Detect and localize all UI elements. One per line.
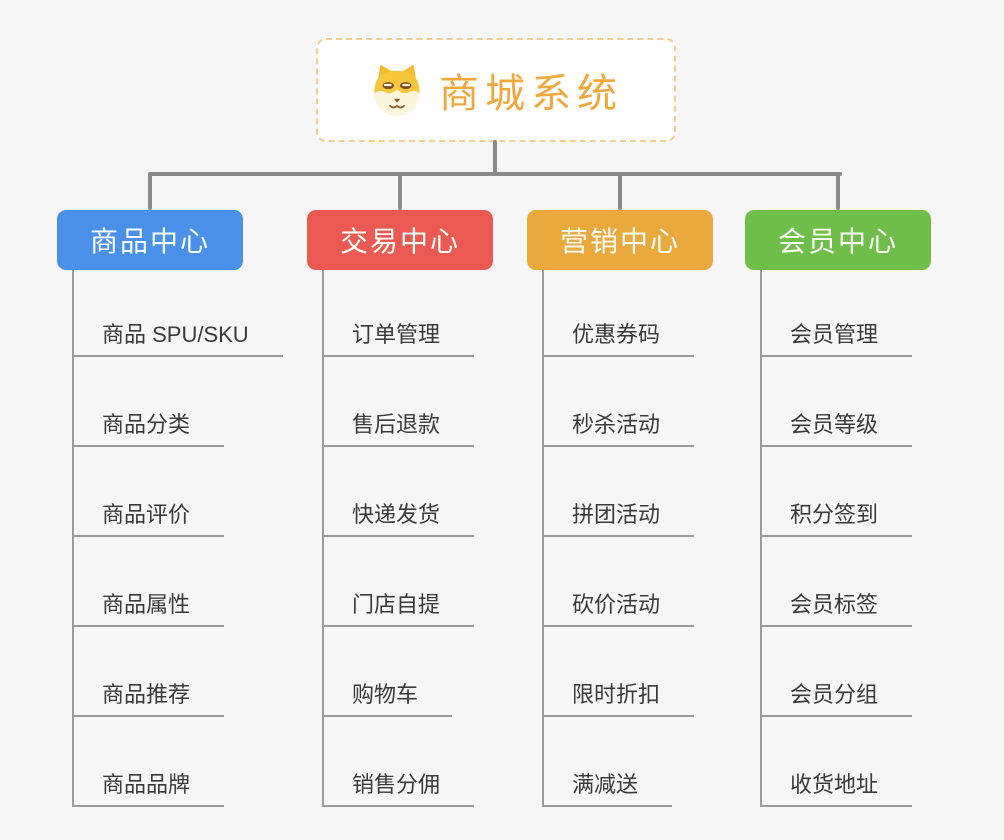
child-node[interactable]: 秒杀活动 <box>542 405 695 447</box>
child-node[interactable]: 优惠券码 <box>542 315 695 357</box>
branch-spine <box>322 270 324 807</box>
branch-trade-center: 交易中心 订单管理 售后退款 快递发货 门店自提 购物车 销售分佣 <box>307 210 493 807</box>
child-node[interactable]: 门店自提 <box>322 585 475 627</box>
child-node[interactable]: 快递发货 <box>322 495 475 537</box>
branch-header-trade[interactable]: 交易中心 <box>307 210 493 270</box>
branch-marketing-center: 营销中心 优惠券码 秒杀活动 拼团活动 砍价活动 限时折扣 满减送 <box>527 210 713 807</box>
connector-drop-4 <box>836 172 840 210</box>
child-node[interactable]: 会员等级 <box>760 405 913 447</box>
child-node[interactable]: 商品分类 <box>72 405 225 447</box>
child-node[interactable]: 商品推荐 <box>72 675 225 717</box>
connector-drop-3 <box>618 172 622 210</box>
child-node[interactable]: 会员分组 <box>760 675 913 717</box>
child-node[interactable]: 商品属性 <box>72 585 225 627</box>
child-node[interactable]: 限时折扣 <box>542 675 695 717</box>
branch-spine <box>542 270 544 807</box>
branch-spine <box>760 270 762 807</box>
branch-header-member[interactable]: 会员中心 <box>745 210 931 270</box>
branch-header-marketing[interactable]: 营销中心 <box>527 210 713 270</box>
branch-header-product[interactable]: 商品中心 <box>57 210 243 270</box>
connector-drop-2 <box>398 172 402 210</box>
root-node[interactable]: 商城系统 <box>316 38 676 142</box>
shiba-dog-icon <box>374 64 420 117</box>
child-node[interactable]: 积分签到 <box>760 495 913 537</box>
child-node[interactable]: 拼团活动 <box>542 495 695 537</box>
child-node[interactable]: 售后退款 <box>322 405 475 447</box>
connector-root-stub <box>493 140 497 176</box>
branch-product-center: 商品中心 商品 SPU/SKU 商品分类 商品评价 商品属性 商品推荐 商品品牌 <box>57 210 283 807</box>
root-title: 商城系统 <box>439 72 623 116</box>
branch-member-center: 会员中心 会员管理 会员等级 积分签到 会员标签 会员分组 收货地址 <box>745 210 931 807</box>
connector-bus <box>148 172 842 176</box>
child-node[interactable]: 订单管理 <box>322 315 475 357</box>
child-node[interactable]: 商品 SPU/SKU <box>72 315 283 357</box>
child-node[interactable]: 商品品牌 <box>72 765 225 807</box>
child-node[interactable]: 会员管理 <box>760 315 913 357</box>
child-node[interactable]: 砍价活动 <box>542 585 695 627</box>
child-node[interactable]: 商品评价 <box>72 495 225 537</box>
branch-spine <box>72 270 74 807</box>
connector-drop-1 <box>148 172 152 210</box>
child-node[interactable]: 销售分佣 <box>322 765 475 807</box>
child-node[interactable]: 收货地址 <box>760 765 913 807</box>
child-node[interactable]: 满减送 <box>542 765 673 807</box>
child-node[interactable]: 购物车 <box>322 675 453 717</box>
child-node[interactable]: 会员标签 <box>760 585 913 627</box>
